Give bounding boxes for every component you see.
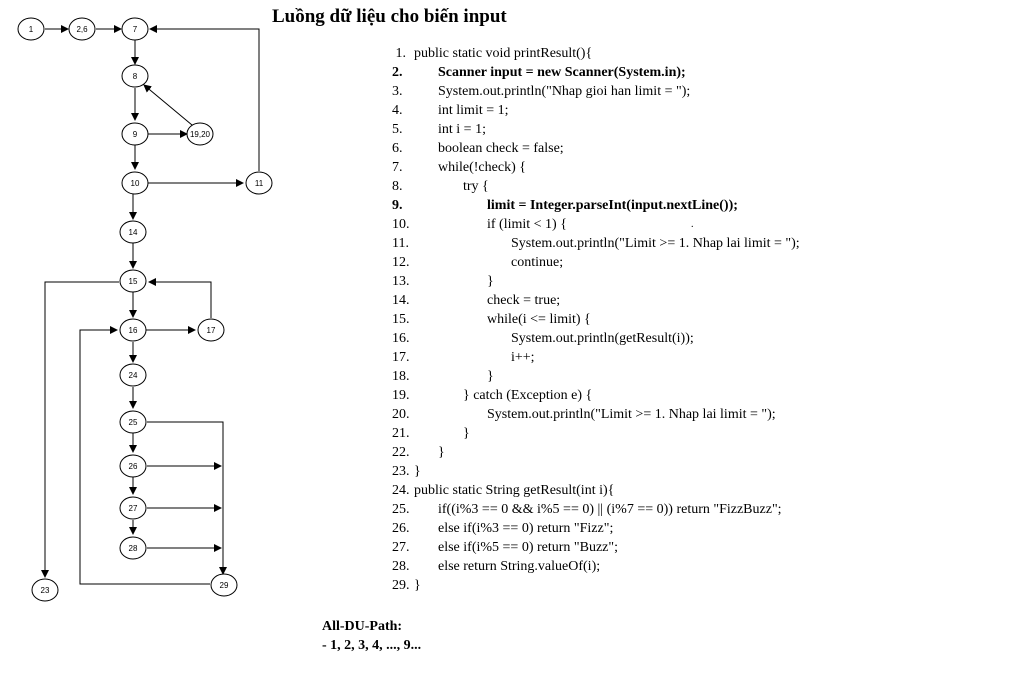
code-line: 8.try { (392, 179, 489, 194)
node-label: 29 (220, 581, 229, 590)
node-label: 16 (129, 326, 138, 335)
code-line: 17.i++; (392, 350, 535, 365)
code-line: 3.System.out.println("Nhap gioi han limi… (392, 84, 691, 99)
code-line: 29.} (392, 578, 421, 593)
node-label: 27 (129, 504, 138, 513)
node-label: 9 (133, 130, 138, 139)
node-label: 23 (41, 586, 50, 595)
node-15 (119, 269, 147, 293)
edge-1920-8 (143, 84, 193, 126)
stray-dot: . (691, 219, 694, 230)
edge-15-23 (41, 281, 119, 578)
node-label: 1 (29, 25, 34, 34)
node-label: 17 (207, 326, 216, 335)
graph-nodes (17, 17, 273, 602)
code-line: 27.else if(i%5 == 0) return "Buzz"; (392, 540, 618, 555)
node-14 (119, 220, 147, 244)
graph-node-labels: 1 2,6 7 8 9 19,20 10 11 14 15 16 17 24 2… (29, 25, 264, 595)
code-line: 16.System.out.println(getResult(i)); (392, 331, 694, 346)
node-11 (245, 171, 273, 195)
node-17 (197, 318, 225, 342)
page-title: Luồng dữ liệu cho biến input (272, 6, 507, 27)
node-label: 11 (255, 179, 264, 188)
node-label: 7 (133, 25, 138, 34)
code-line: 15.while(i <= limit) { (392, 312, 591, 327)
node-2-6 (68, 17, 96, 41)
node-28 (119, 536, 147, 560)
node-1 (17, 17, 45, 41)
code-line: 2.Scanner input = new Scanner(System.in)… (392, 65, 686, 80)
node-label: 24 (129, 371, 138, 380)
node-label: 26 (129, 462, 138, 471)
node-25 (119, 410, 147, 434)
code-line: 18.} (392, 369, 494, 384)
code-line: 1.public static void printResult(){ (395, 46, 593, 61)
code-line: 14.check = true; (392, 293, 561, 308)
edge-29-16 (79, 326, 210, 585)
code-line: 11.System.out.println("Limit >= 1. Nhap … (392, 236, 800, 251)
node-26 (119, 454, 147, 478)
code-line: 25.if((i%3 == 0 && i%5 == 0) || (i%7 == … (392, 502, 782, 517)
code-listing: 1.public static void printResult(){ 2.Sc… (392, 46, 800, 593)
code-line: 19.} catch (Exception e) { (392, 388, 593, 403)
node-label: 15 (129, 277, 138, 286)
node-10 (121, 171, 149, 195)
code-line: 4.int limit = 1; (392, 103, 509, 118)
du-heading: All-DU-Path: (322, 619, 403, 634)
du-path: - 1, 2, 3, 4, ..., 9... (322, 638, 422, 653)
node-label: 14 (129, 228, 138, 237)
code-line: 24.public static String getResult(int i)… (392, 483, 615, 498)
code-line: 10.if (limit < 1) { (392, 217, 567, 232)
code-line: 6.boolean check = false; (392, 141, 564, 156)
code-line: 21.} (392, 426, 470, 441)
code-line: 5.int i = 1; (392, 122, 486, 137)
node-27 (119, 496, 147, 520)
code-line: 23.} (392, 464, 421, 479)
node-label: 2,6 (76, 25, 88, 34)
node-label: 25 (129, 418, 138, 427)
code-line: 28.else return String.valueOf(i); (392, 559, 601, 574)
node-29 (210, 573, 238, 597)
node-24 (119, 363, 147, 387)
code-line: 12.continue; (392, 255, 564, 270)
node-label: 10 (131, 179, 140, 188)
code-line: 7.while(!check) { (392, 160, 526, 175)
node-7 (121, 17, 149, 41)
node-label: 28 (129, 544, 138, 553)
graph-edges (41, 25, 260, 585)
code-line: 13.} (392, 274, 494, 289)
node-8 (121, 64, 149, 88)
node-label: 19,20 (190, 130, 211, 139)
edge-11-7 (149, 25, 260, 171)
code-line: 22.} (392, 445, 445, 460)
node-19-20 (186, 122, 214, 146)
control-flow-graph: 1 2,6 7 8 9 19,20 10 11 14 15 16 17 24 2… (17, 17, 273, 602)
node-23 (31, 578, 59, 602)
edge-25-29 (147, 421, 227, 575)
node-9 (121, 122, 149, 146)
edge-17-15 (148, 278, 212, 318)
code-line: 9.limit = Integer.parseInt(input.nextLin… (392, 198, 738, 213)
node-16 (119, 318, 147, 342)
node-label: 8 (133, 72, 138, 81)
code-line: 20.System.out.println("Limit >= 1. Nhap … (392, 407, 776, 422)
code-line: 26.else if(i%3 == 0) return "Fizz"; (392, 521, 614, 536)
du-path-section: All-DU-Path: - 1, 2, 3, 4, ..., 9... (322, 617, 421, 655)
